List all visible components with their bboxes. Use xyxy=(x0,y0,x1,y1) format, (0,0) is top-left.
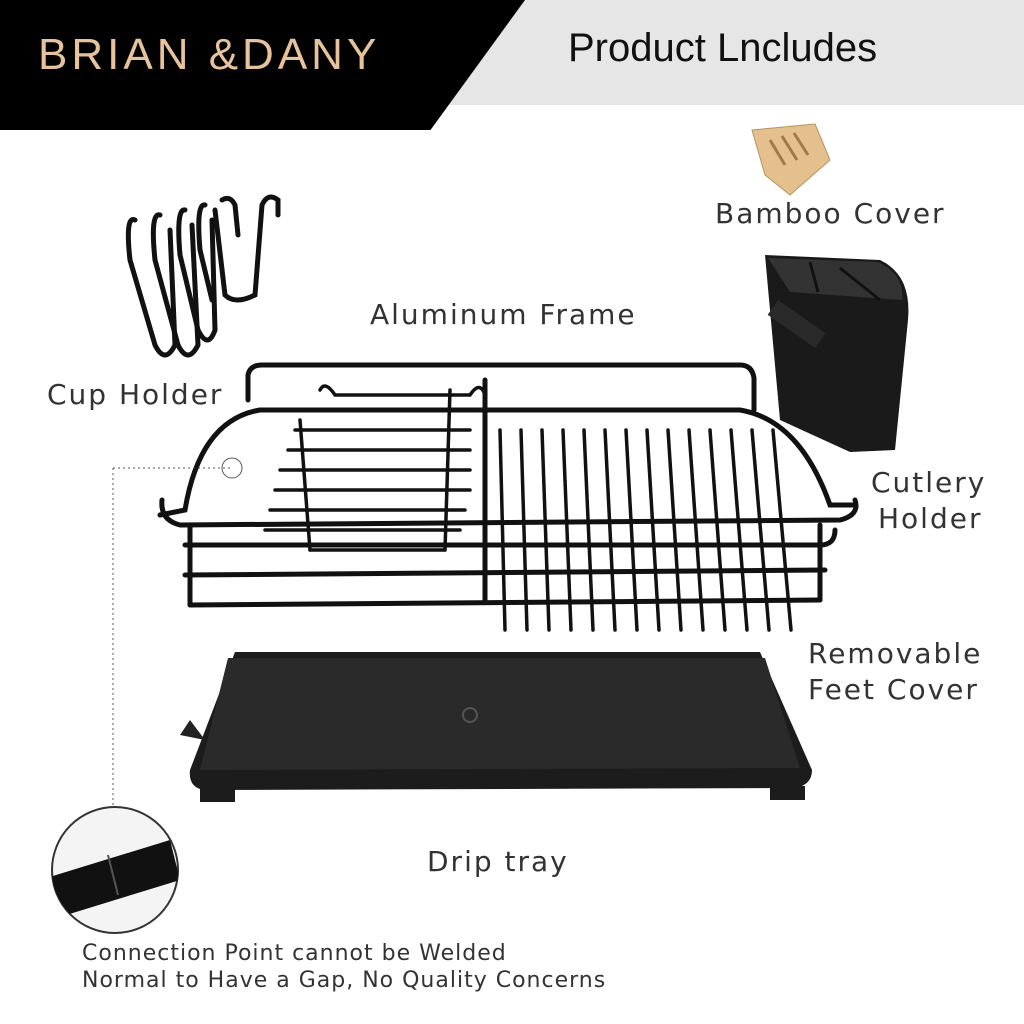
page-title: Product Lncludes xyxy=(568,26,878,70)
rack-rib xyxy=(540,428,551,632)
rack-rib xyxy=(771,428,793,632)
feet-cover-label-line2: Feet Cover xyxy=(808,673,979,706)
rack-rib xyxy=(666,428,683,632)
rack-rib xyxy=(750,428,771,632)
note-line-1: Connection Point cannot be Welded xyxy=(82,941,507,966)
feet-cover-label-line1: Removable xyxy=(808,637,983,670)
drip-tray-image xyxy=(180,652,812,802)
rack-rib xyxy=(561,428,573,632)
rack-rib xyxy=(687,428,705,632)
dish-rack-image xyxy=(157,362,859,632)
rack-rib xyxy=(582,428,595,632)
bamboo-cover-image xyxy=(751,123,831,196)
cutlery-holder-label-line2: Holder xyxy=(878,502,983,535)
cutlery-holder-label-line1: Cutlery xyxy=(871,466,987,499)
aluminum-frame-label: Aluminum Frame xyxy=(370,298,637,331)
rack-rib xyxy=(708,428,727,632)
rack-rib xyxy=(729,428,749,632)
rack-rib xyxy=(603,428,617,632)
brand-logo: BRIAN &DANY xyxy=(38,30,381,79)
connection-note: Connection Point cannot be Welded Normal… xyxy=(82,940,606,994)
cutlery-holder-image xyxy=(765,255,909,452)
cup-holder-image xyxy=(125,194,281,358)
brand-banner xyxy=(0,0,525,130)
bamboo-cover-label: Bamboo Cover xyxy=(715,197,946,230)
note-line-2: Normal to Have a Gap, No Quality Concern… xyxy=(82,968,607,993)
rack-rib xyxy=(624,428,639,632)
rack-rib xyxy=(498,428,507,632)
rack-rib xyxy=(519,428,529,632)
drip-tray-label: Drip tray xyxy=(427,845,569,878)
connection-point-inset xyxy=(51,806,179,934)
rack-rib xyxy=(645,428,661,632)
cup-holder-label: Cup Holder xyxy=(47,378,224,411)
